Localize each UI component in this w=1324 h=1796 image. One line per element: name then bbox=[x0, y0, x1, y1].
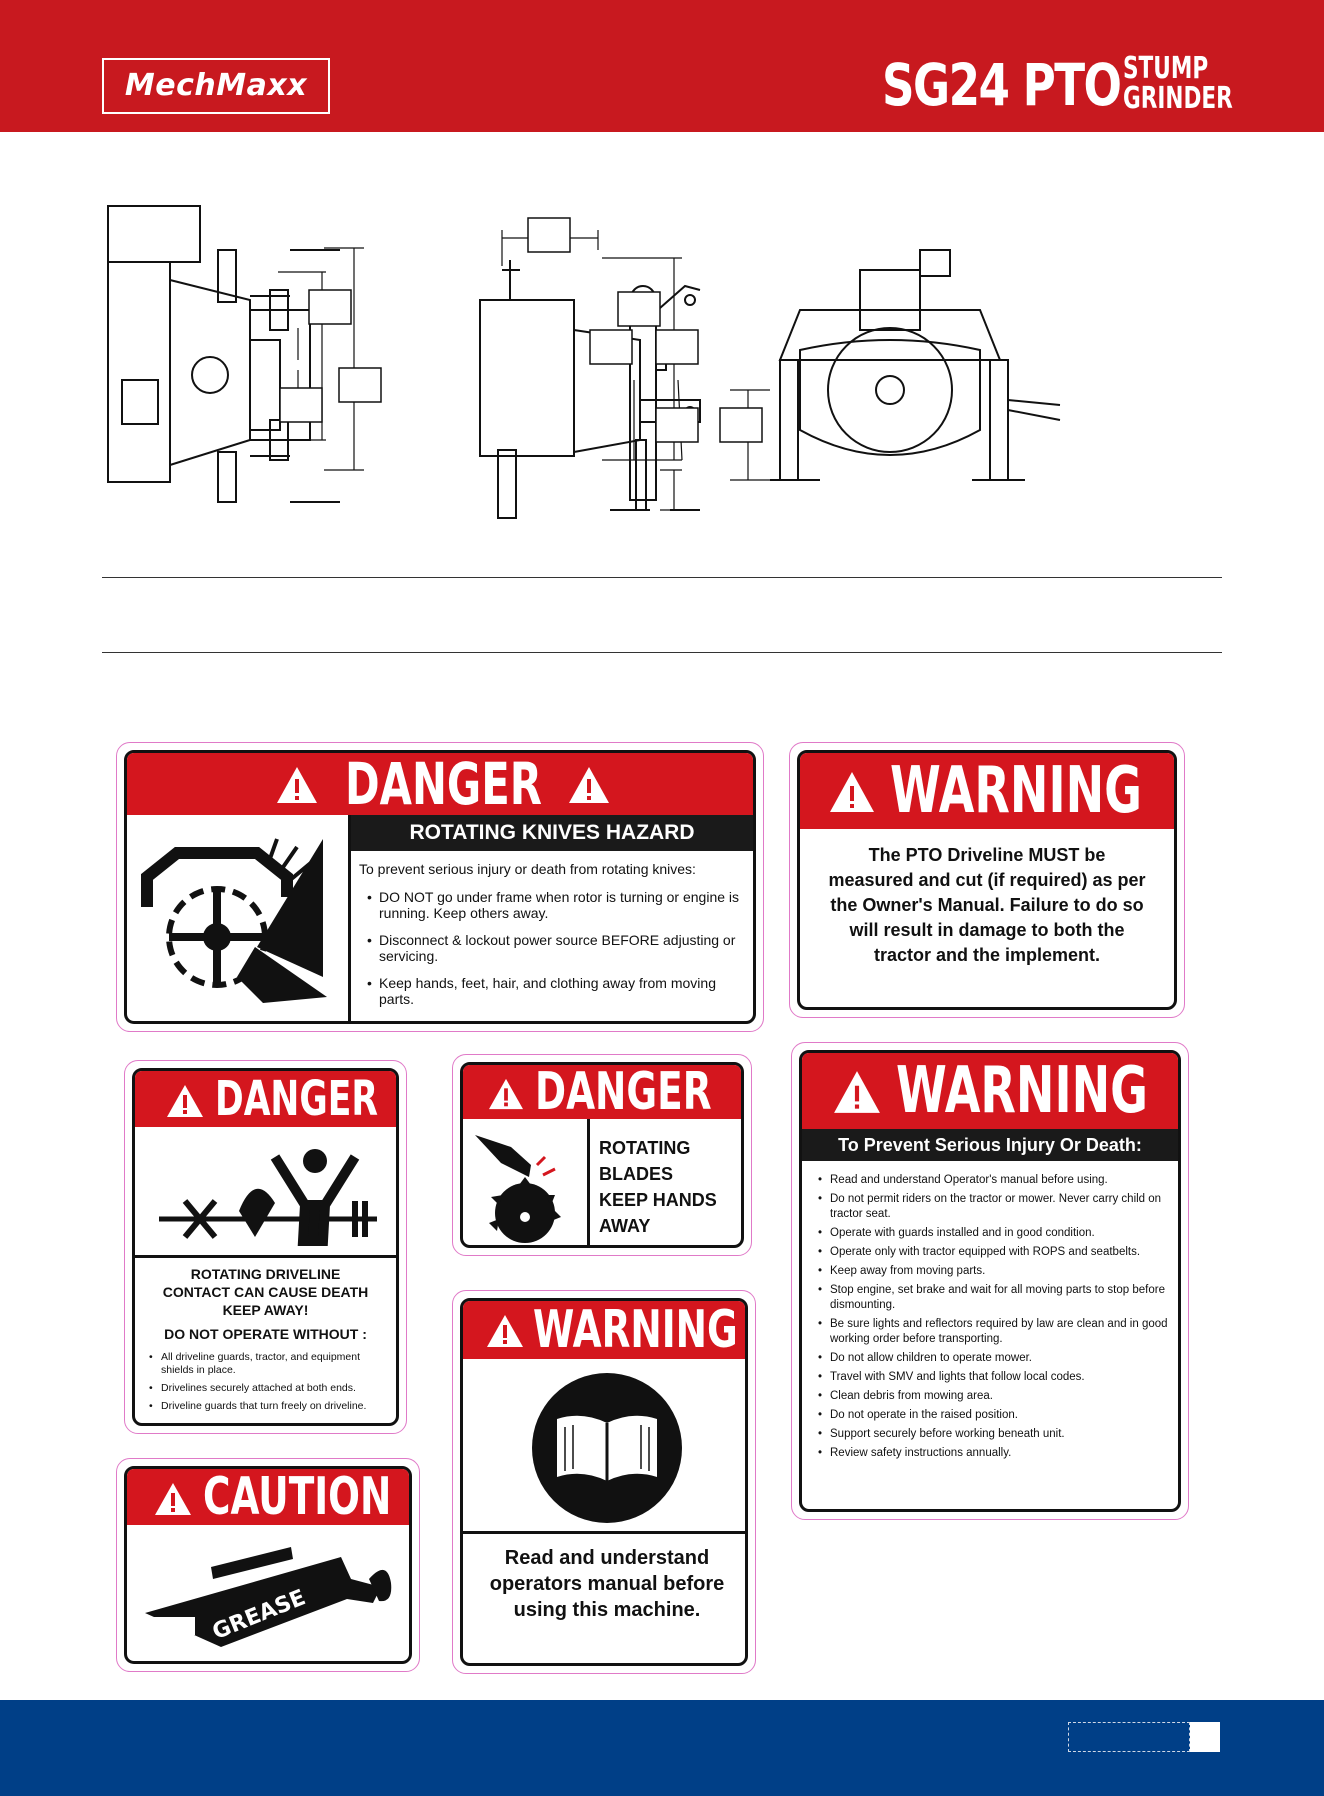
list-item: Do not allow children to operate mower. bbox=[818, 1351, 1170, 1366]
warning-triangle-icon bbox=[834, 1071, 880, 1113]
warning-triangle-icon bbox=[167, 1085, 203, 1117]
danger-band: DANGER bbox=[127, 753, 753, 815]
decal-danger-knives: DANGER ROTATING KNIVES HAZARD To prevent… bbox=[124, 750, 756, 1024]
dimension-diagrams bbox=[107, 205, 1061, 519]
warning-band: WARNING bbox=[800, 753, 1174, 829]
decal-subheading: ROTATING KNIVES HAZARD bbox=[351, 815, 753, 851]
list-item: Clean debris from mowing area. bbox=[818, 1389, 1170, 1404]
danger-band: DANGER bbox=[135, 1071, 396, 1127]
decal-warning-safety: WARNING To Prevent Serious Injury Or Dea… bbox=[799, 1050, 1181, 1512]
decal-line: KEEP AWAY! bbox=[222, 1302, 309, 1318]
grease-gun-icon: GREASE bbox=[145, 1547, 392, 1647]
list-item: Driveline guards that turn freely on dri… bbox=[149, 1400, 389, 1413]
decal-heading: WARNING bbox=[533, 1300, 738, 1360]
top-view-diagram bbox=[107, 205, 340, 503]
danger-band: DANGER bbox=[463, 1065, 741, 1119]
decal-divider bbox=[587, 1119, 590, 1245]
decal-heading: WARNING bbox=[896, 1054, 1148, 1128]
product-title: SG24 PTO bbox=[882, 51, 1122, 119]
decal-list: DO NOT go under frame when rotor is turn… bbox=[367, 889, 753, 1007]
warning-triangle-icon bbox=[487, 1315, 523, 1347]
page-number-box bbox=[1190, 1722, 1220, 1752]
warning-triangle-icon bbox=[830, 772, 874, 812]
list-item: Travel with SMV and lights that follow l… bbox=[818, 1370, 1170, 1385]
decal-caution-grease: CAUTION GREASE bbox=[124, 1466, 412, 1664]
driveline-icon bbox=[159, 1149, 377, 1246]
list-item: Keep hands, feet, hair, and clothing awa… bbox=[367, 975, 753, 1007]
list-item: Operate only with tractor equipped with … bbox=[818, 1245, 1170, 1260]
page-footer bbox=[0, 1700, 1324, 1796]
decal-intro: To prevent serious injury or death from … bbox=[359, 861, 696, 877]
list-item: Stop engine, set brake and wait for all … bbox=[818, 1283, 1170, 1313]
decal-line: ROTATING bbox=[599, 1138, 691, 1158]
decal-list: Read and understand Operator's manual be… bbox=[818, 1173, 1170, 1461]
brand-logo: MechMaxx bbox=[102, 58, 330, 114]
list-item: All driveline guards, tractor, and equip… bbox=[149, 1351, 389, 1377]
decal-body-lines: ROTATING DRIVELINE CONTACT CAN CAUSE DEA… bbox=[135, 1265, 396, 1343]
manual-book-icon bbox=[532, 1373, 682, 1523]
warning-band: WARNING bbox=[463, 1301, 745, 1359]
page-header: MechMaxx SG24 PTO STUMP GRINDER bbox=[0, 0, 1324, 132]
list-item: Support securely before working beneath … bbox=[818, 1427, 1170, 1442]
decal-line: AWAY bbox=[599, 1216, 651, 1236]
saw-blade-icon bbox=[475, 1135, 561, 1243]
list-item: Read and understand Operator's manual be… bbox=[818, 1173, 1170, 1188]
decal-line: ROTATING DRIVELINE bbox=[190, 1266, 341, 1282]
warning-triangle-icon bbox=[155, 1483, 191, 1515]
decal-danger-driveline: DANGER ROTATING DRIVELINE CONTACT CAN CA… bbox=[132, 1068, 399, 1426]
decal-line: BLADES bbox=[599, 1164, 674, 1184]
list-item: Drivelines securely attached at both end… bbox=[149, 1382, 389, 1395]
decal-line: KEEP HANDS bbox=[599, 1190, 717, 1210]
section-divider-top bbox=[102, 577, 1222, 578]
decal-heading: DANGER bbox=[345, 750, 542, 818]
front-view-diagram bbox=[770, 249, 1061, 481]
decal-heading: WARNING bbox=[890, 754, 1142, 828]
decal-divider bbox=[135, 1255, 396, 1258]
decal-list: All driveline guards, tractor, and equip… bbox=[149, 1351, 389, 1413]
product-subtitle-line2: GRINDER bbox=[1123, 81, 1233, 116]
decal-line: DO NOT OPERATE WITHOUT : bbox=[164, 1326, 367, 1342]
decal-heading: DANGER bbox=[215, 1071, 378, 1127]
list-item: Do not operate in the raised position. bbox=[818, 1408, 1170, 1423]
decal-body-text: The PTO Driveline MUST be measured and c… bbox=[828, 845, 1146, 965]
list-item: Keep away from moving parts. bbox=[818, 1264, 1170, 1279]
decal-body-text: Read and understand operators manual bef… bbox=[489, 1547, 725, 1621]
decal-danger-blades: DANGER ROTATING BLADES KEEP HANDS AWAY bbox=[460, 1062, 744, 1248]
decal-heading: CAUTION bbox=[203, 1467, 392, 1527]
decal-warning-manual: WARNING Read and understand operators ma… bbox=[460, 1298, 748, 1666]
warning-triangle-icon bbox=[277, 767, 317, 803]
list-item: Be sure lights and reflectors required b… bbox=[818, 1317, 1170, 1347]
caution-band: CAUTION bbox=[127, 1469, 409, 1525]
warning-triangle-icon bbox=[569, 767, 609, 803]
decal-divider bbox=[463, 1531, 745, 1534]
list-item: Disconnect & lockout power source BEFORE… bbox=[367, 932, 753, 964]
list-item: Operate with guards installed and in goo… bbox=[818, 1226, 1170, 1241]
decal-divider bbox=[348, 815, 351, 1021]
decal-line: CONTACT CAN CAUSE DEATH bbox=[162, 1284, 369, 1300]
product-subtitle-line1: STUMP bbox=[1123, 51, 1209, 86]
rotor-icon bbox=[141, 838, 327, 1003]
list-item: Review safety instructions annually. bbox=[818, 1446, 1170, 1461]
side-view-diagram bbox=[479, 260, 701, 519]
decal-subheading: To Prevent Serious Injury Or Death: bbox=[802, 1129, 1178, 1161]
page-number-frame bbox=[1068, 1722, 1190, 1752]
warning-triangle-icon bbox=[489, 1078, 523, 1110]
decal-body-lines: ROTATING BLADES KEEP HANDS AWAY bbox=[599, 1135, 717, 1239]
warning-band: WARNING bbox=[802, 1053, 1178, 1129]
decal-warning-pto: WARNING The PTO Driveline MUST be measur… bbox=[797, 750, 1177, 1010]
list-item: Do not permit riders on the tractor or m… bbox=[818, 1192, 1170, 1222]
list-item: DO NOT go under frame when rotor is turn… bbox=[367, 889, 753, 921]
brand-name: MechMaxx bbox=[124, 68, 308, 103]
section-divider-bottom bbox=[102, 652, 1222, 653]
decal-heading: DANGER bbox=[535, 1062, 712, 1122]
product-subtitle: STUMP GRINDER bbox=[1123, 54, 1233, 114]
